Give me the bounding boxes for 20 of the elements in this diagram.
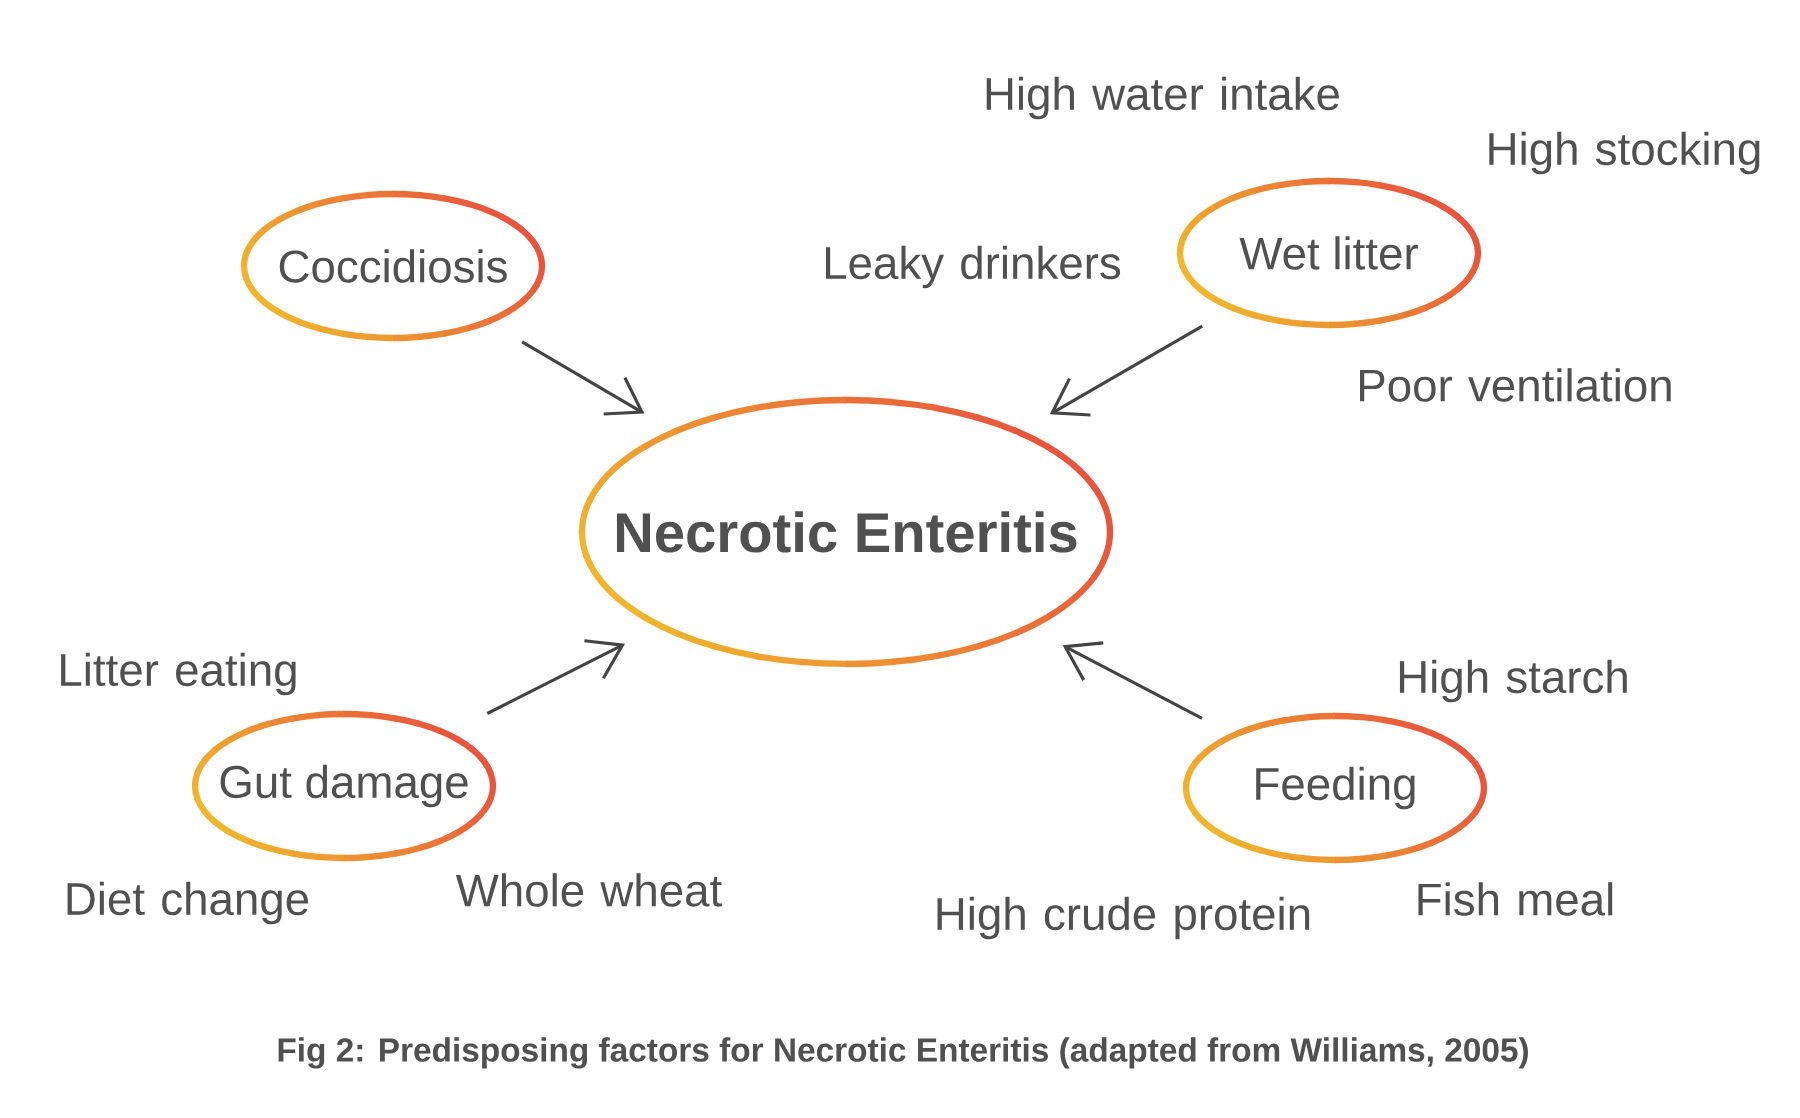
factor-label: Litter eating (61, 652, 296, 696)
arrow (1049, 324, 1204, 417)
factor-label: Leaky drinkers (825, 245, 1121, 289)
factor-label: Poor ventilation (1360, 368, 1671, 402)
arrow (1062, 641, 1203, 720)
factor-label: High stocking (1489, 131, 1760, 175)
ellipse-node: Feeding (1182, 712, 1488, 864)
arrow (486, 639, 626, 715)
factor-label: Diet change (67, 881, 309, 925)
factor-label: High water intake (986, 76, 1339, 120)
ellipse-node: Necrotic Enteritis (578, 396, 1114, 668)
factor-label: High starch (1399, 659, 1627, 703)
factor-label: Whole wheat (455, 873, 722, 907)
ellipse-node: Coccidiosis (240, 190, 546, 342)
arrow (521, 340, 645, 416)
ellipse-node: Wet litter (1176, 177, 1482, 329)
factor-label: Fish meal (1418, 882, 1613, 916)
factor-label: High crude protein (937, 896, 1310, 940)
caption: Fig 2: Predisposing factors for Necrotic Enteritis (adapted from Williams, 2005) (278, 1037, 1528, 1069)
ellipse-node: Gut damage (191, 710, 497, 862)
